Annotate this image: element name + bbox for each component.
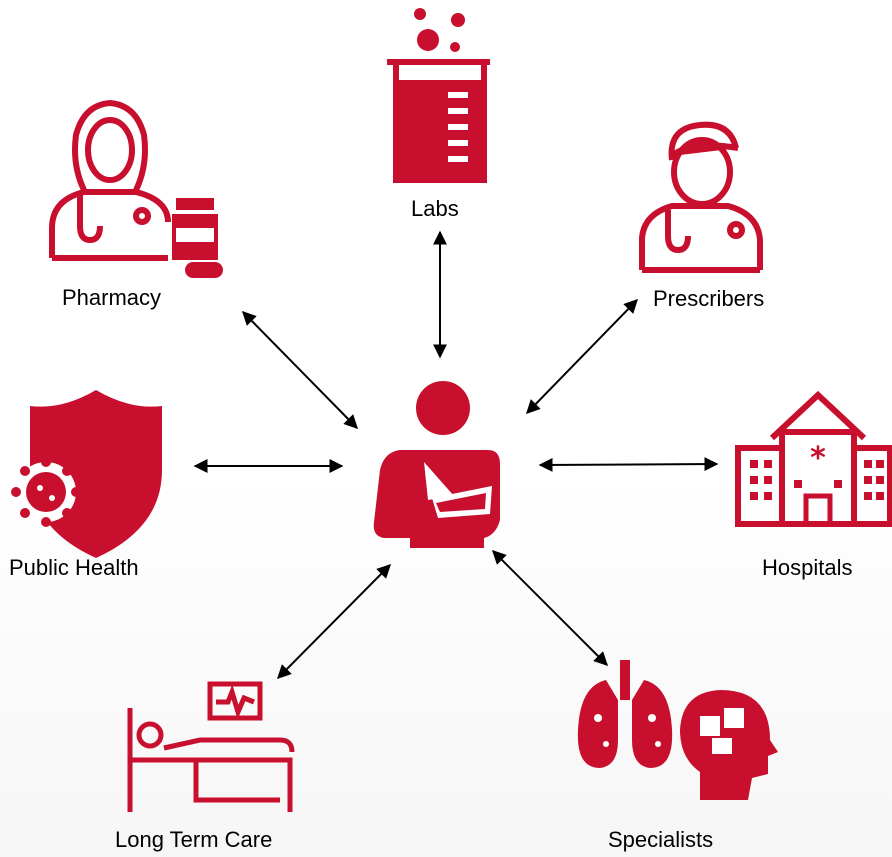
- arrow-hospitals: [538, 457, 719, 472]
- hospital-icon: *: [735, 390, 892, 527]
- pharmacist-icon: [49, 99, 171, 261]
- patient-arm-sling-icon: [373, 381, 500, 548]
- arrow-specialists: [492, 550, 608, 666]
- node-label-prescribers: Prescribers: [653, 286, 765, 311]
- svg-text:*: *: [810, 441, 826, 476]
- node-label-labs: Labs: [411, 196, 459, 221]
- arrow-long-term-care: [277, 564, 391, 679]
- arrow-pharmacy: [242, 311, 358, 429]
- node-label-public-health: Public Health: [9, 555, 139, 580]
- node-label-pharmacy: Pharmacy: [62, 285, 162, 310]
- virus-shield-icon: [11, 390, 162, 558]
- node-label-hospitals: Hospitals: [762, 555, 853, 580]
- lab-beaker-icon: [387, 8, 490, 183]
- connector-arrows: [193, 230, 719, 679]
- doctor-icon: [639, 121, 763, 273]
- node-label-specialists: Specialists: [608, 827, 714, 852]
- node-label-long-term-care: Long Term Care: [115, 827, 273, 852]
- hospital-bed-icon: [127, 681, 295, 812]
- medicine-bottle-icon: [172, 198, 223, 278]
- arrow-prescribers: [526, 298, 638, 415]
- lungs-brain-icon: [577, 660, 778, 800]
